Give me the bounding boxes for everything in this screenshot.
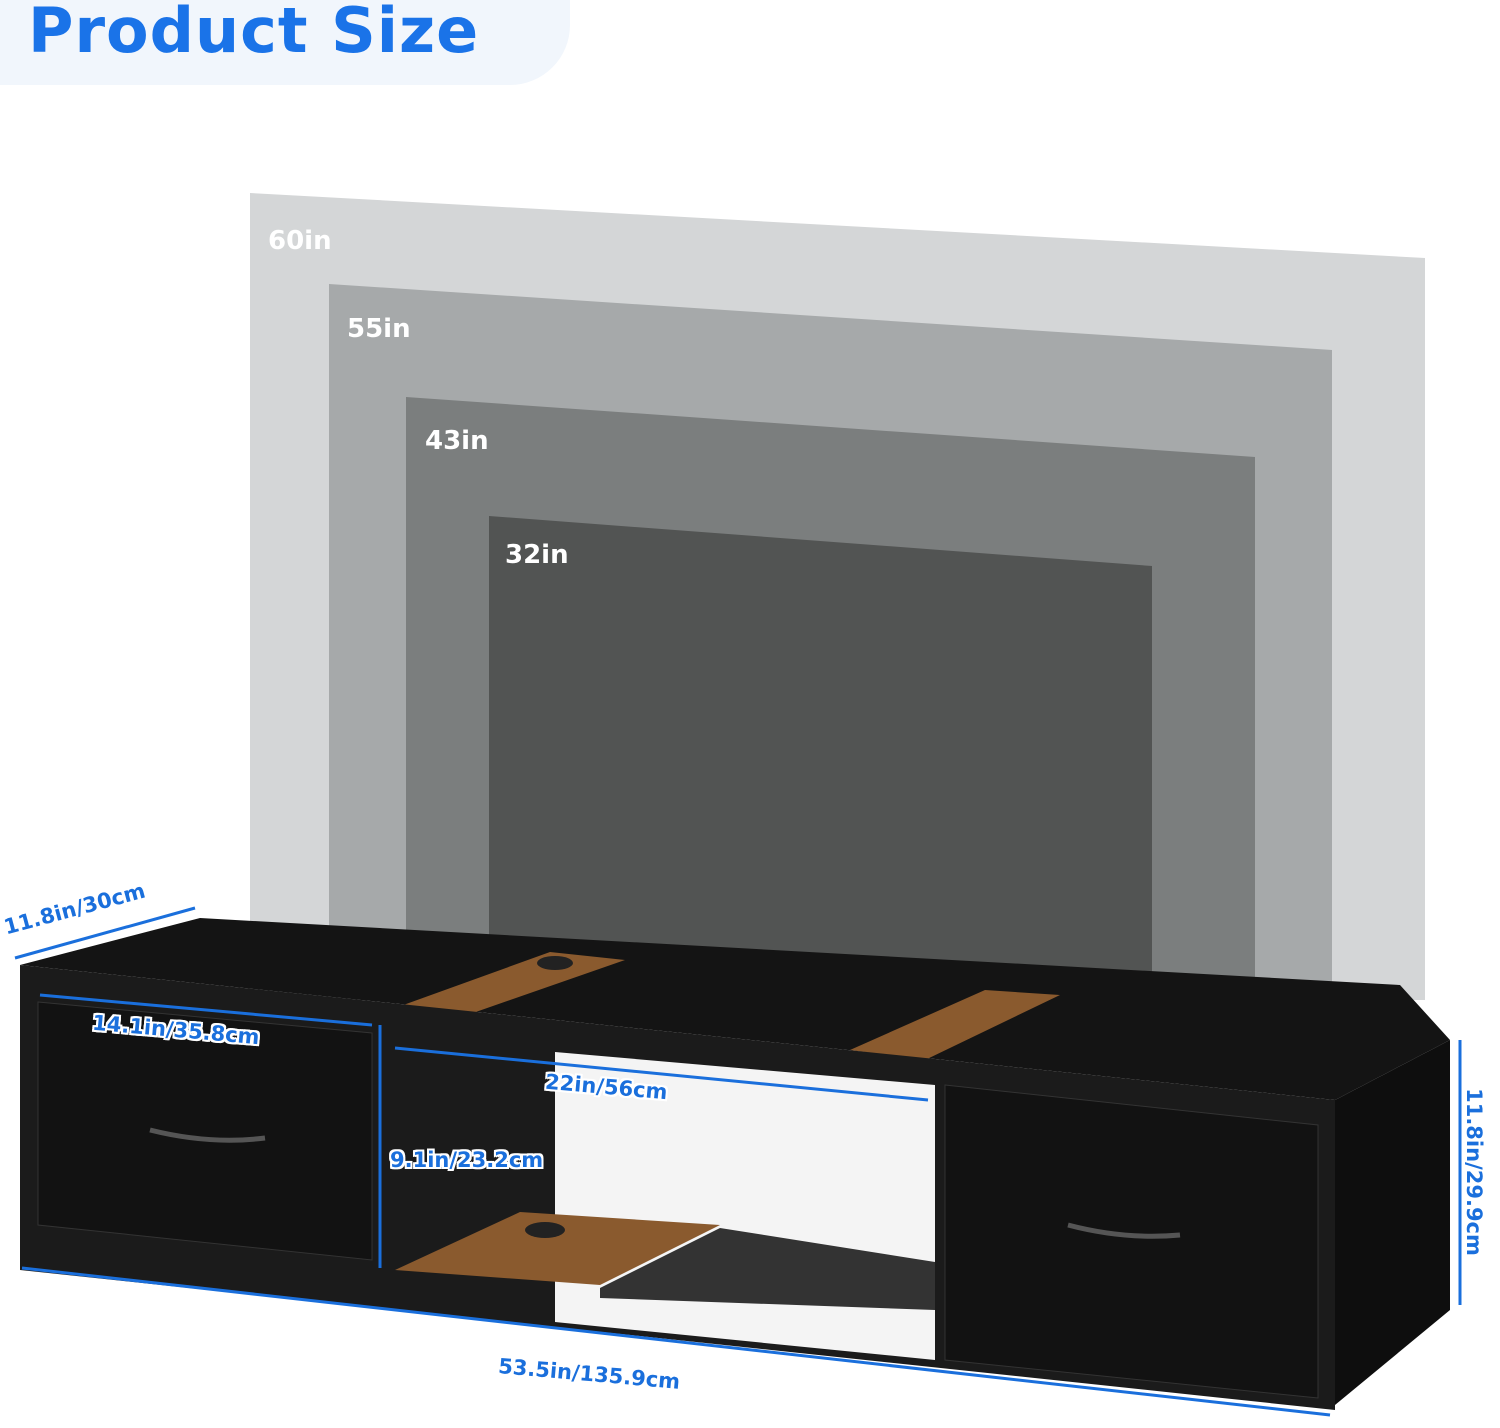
right-drawer [944,1084,1319,1399]
left-drawer-handle-icon [149,1127,266,1143]
left-drawer [37,1001,373,1261]
tv-label-55in: 55in [347,314,411,344]
total-height-label: 11.8in/29.9cm [1461,1088,1486,1256]
stand-side [1335,1040,1450,1405]
tv-label-32in: 32in [505,540,569,570]
grommet-shelf [525,1222,565,1238]
title-background [0,0,570,85]
depth-line [14,906,196,960]
grommet-top [537,956,573,970]
shelf-wood [395,1212,720,1285]
drawer-width-line [39,993,373,1027]
total-width-line [21,1266,1331,1417]
shelf-mesh [600,1228,935,1310]
page-title: Product Size [28,0,480,67]
wood-strip-right [850,990,1060,1060]
opening-width-line [394,1046,929,1102]
tv-label-43in: 43in [425,426,489,456]
tv-label-60in: 60in [268,226,332,256]
stand-top [20,918,1450,1100]
tv-32in-outline [489,516,1152,978]
opening-height-label: 9.1in/23.2cm [390,1148,544,1172]
right-drawer-handle-icon [1067,1222,1181,1239]
